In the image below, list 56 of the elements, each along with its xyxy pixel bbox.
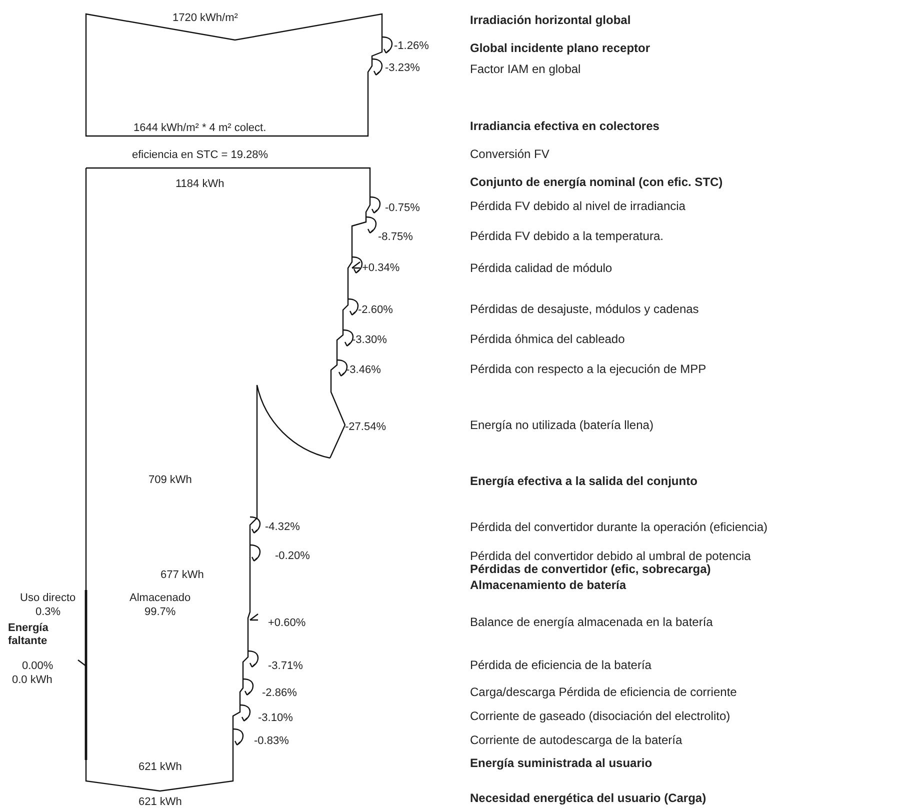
- value-label: 1184 kWh: [176, 178, 224, 191]
- value-label: Almacenado: [130, 592, 191, 605]
- value-label: 1720 kWh/m²: [172, 12, 238, 25]
- stage-description: Energía suministrada al usuario: [470, 757, 652, 770]
- value-label: 1644 kWh/m² * 4 m² colect.: [134, 122, 266, 135]
- loss-percent: -2.86%: [262, 687, 297, 700]
- loss-description: Corriente de gaseado (disociación del electrolito): [470, 710, 730, 723]
- loss-percent: -0.20%: [275, 550, 310, 563]
- loss-description: Factor IAM en global: [470, 63, 581, 76]
- loss-description: Carga/descarga Pérdida de eficiencia de corriente: [470, 686, 737, 699]
- loss-percent: -0.75%: [385, 202, 420, 215]
- loss-percent: -3.10%: [258, 712, 293, 725]
- loss-percent: +0.60%: [268, 617, 306, 630]
- value-label: 709 kWh: [148, 474, 192, 487]
- stage-description: Global incidente plano receptor: [470, 42, 650, 55]
- loss-description: Conversión FV: [470, 148, 550, 161]
- loss-description: Pérdida calidad de módulo: [470, 262, 612, 275]
- loss-percent: -3.23%: [385, 62, 420, 75]
- stage-description: Irradiancia efectiva en colectores: [470, 120, 660, 133]
- loss-percent: -1.26%: [394, 40, 429, 53]
- value-label: 0.00%: [22, 660, 54, 673]
- loss-percent: -3.71%: [268, 660, 303, 673]
- loss-percent: -4.32%: [265, 521, 300, 534]
- value-label: 0.0 kWh: [12, 674, 52, 687]
- value-label: 621 kWh: [138, 796, 182, 809]
- stage-description: Almacenamiento de batería: [470, 579, 626, 592]
- loss-description: Pérdida del convertidor durante la operación (eficiencia): [470, 521, 768, 534]
- loss-percent: -2.60%: [358, 304, 393, 317]
- loss-description: Pérdidas de desajuste, módulos y cadenas: [470, 303, 699, 316]
- loss-percent: +0.34%: [362, 262, 400, 275]
- loss-description: Pérdida óhmica del cableado: [470, 333, 625, 346]
- loss-description: Pérdida con respecto a la ejecución de MPP: [470, 363, 706, 376]
- value-label: Uso directo: [20, 592, 76, 605]
- value-label: 621 kWh: [138, 761, 182, 774]
- loss-description: Balance de energía almacenada en la batería: [470, 616, 713, 629]
- loss-percent: -27.54%: [345, 421, 386, 434]
- loss-description: Pérdida del convertidor debido al umbral de potencia: [470, 550, 751, 563]
- loss-description: Pérdida de eficiencia de la batería: [470, 659, 652, 672]
- loss-percent: -0.83%: [254, 735, 289, 748]
- stage-description: Irradiación horizontal global: [470, 14, 631, 27]
- value-label: eficiencia en STC = 19.28%: [132, 149, 268, 162]
- missing-energy-label: Energía faltante: [8, 622, 50, 648]
- stage-description: Conjunto de energía nominal (con efic. STC): [470, 176, 723, 189]
- loss-percent: -3.30%: [352, 334, 387, 347]
- loss-percent: -3.46%: [346, 364, 381, 377]
- value-label: 99.7%: [144, 606, 176, 619]
- stage-description: Necesidad energética del usuario (Carga): [470, 792, 706, 805]
- stage-description: Energía efectiva a la salida del conjunto: [470, 475, 698, 488]
- value-label: 677 kWh: [160, 569, 204, 582]
- stage-description: Pérdidas de convertidor (efic, sobrecarga): [470, 563, 711, 576]
- value-label: 0.3%: [36, 606, 61, 619]
- loss-description: Pérdida FV debido a la temperatura.: [470, 230, 664, 243]
- loss-description: Pérdida FV debido al nivel de irradiancia: [470, 200, 686, 213]
- loss-description: Energía no utilizada (batería llena): [470, 419, 654, 432]
- loss-description: Corriente de autodescarga de la batería: [470, 734, 682, 747]
- loss-percent: -8.75%: [378, 231, 413, 244]
